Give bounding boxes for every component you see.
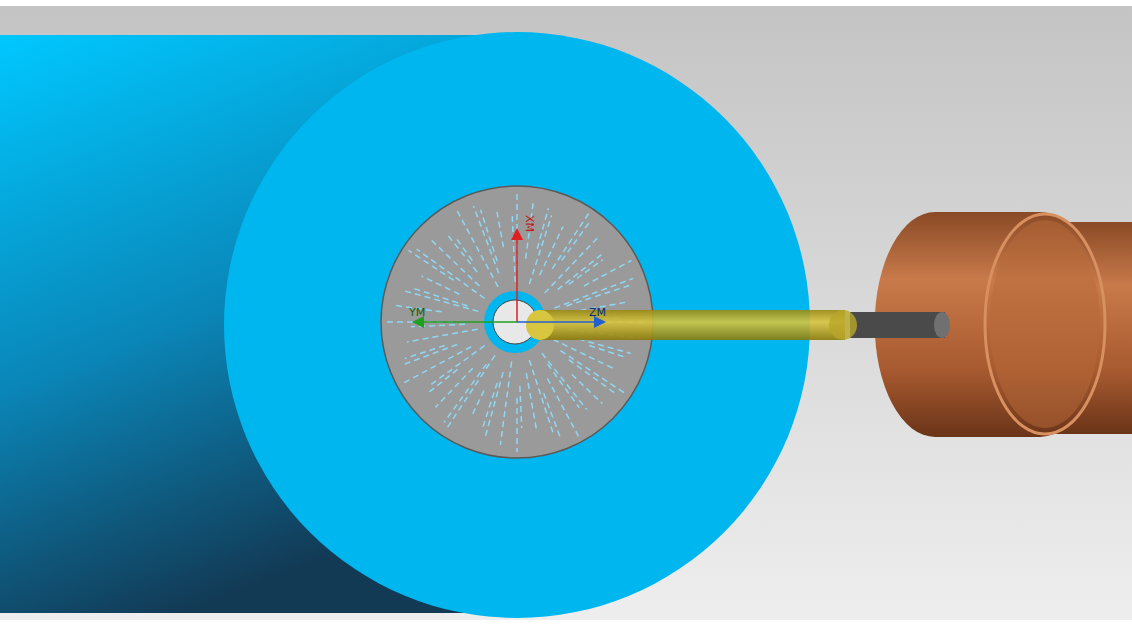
- cutter-streak: [410, 287, 467, 306]
- axis-label: ZM: [588, 306, 607, 319]
- cutter-streak: [552, 214, 588, 269]
- cutter-streak: [411, 324, 465, 326]
- cutter-streak: [540, 227, 563, 276]
- cutter-streak: [401, 344, 457, 365]
- cutter-streak: [512, 216, 515, 282]
- cutter-streak: [429, 369, 457, 391]
- cutter-streak: [516, 398, 518, 452]
- cutter-streak: [545, 237, 599, 293]
- axis-label: YM: [408, 306, 426, 319]
- cutter-streak: [445, 355, 495, 430]
- cutter-streak: [486, 372, 504, 436]
- cutter-streak: [548, 364, 580, 408]
- cutter-streak: [471, 390, 484, 417]
- cutter-streak: [520, 386, 522, 428]
- cutter-streak: [562, 222, 590, 261]
- cutter-streak: [444, 364, 486, 422]
- cutter-streak: [481, 210, 498, 261]
- cutter-streak: [405, 345, 445, 358]
- cutter-streak: [529, 360, 553, 434]
- cutter-streak: [569, 360, 618, 395]
- cutter-streak: [435, 368, 472, 407]
- cutter-streak: [569, 260, 603, 285]
- cutter-streak: [432, 240, 480, 286]
- cutter-streak: [589, 345, 623, 356]
- cutter-streak: [497, 212, 503, 247]
- cutter-streak: [407, 329, 478, 342]
- cutter-streak: [455, 208, 498, 287]
- cutter-streak: [417, 249, 485, 298]
- cutter-streak: [572, 375, 602, 404]
- cutter-streak: [431, 346, 484, 385]
- cutter-streak: [579, 339, 631, 353]
- cutter-streak: [526, 373, 537, 432]
- cutter-streak: [473, 206, 498, 273]
- cutter-streak: [482, 383, 497, 429]
- cutter-streak: [455, 236, 473, 260]
- axis-label: XM: [523, 214, 536, 233]
- cutter-streak: [553, 339, 612, 368]
- cutter-streak: [560, 351, 625, 394]
- cutter-streak: [558, 252, 605, 289]
- cutter-streak: [422, 276, 460, 294]
